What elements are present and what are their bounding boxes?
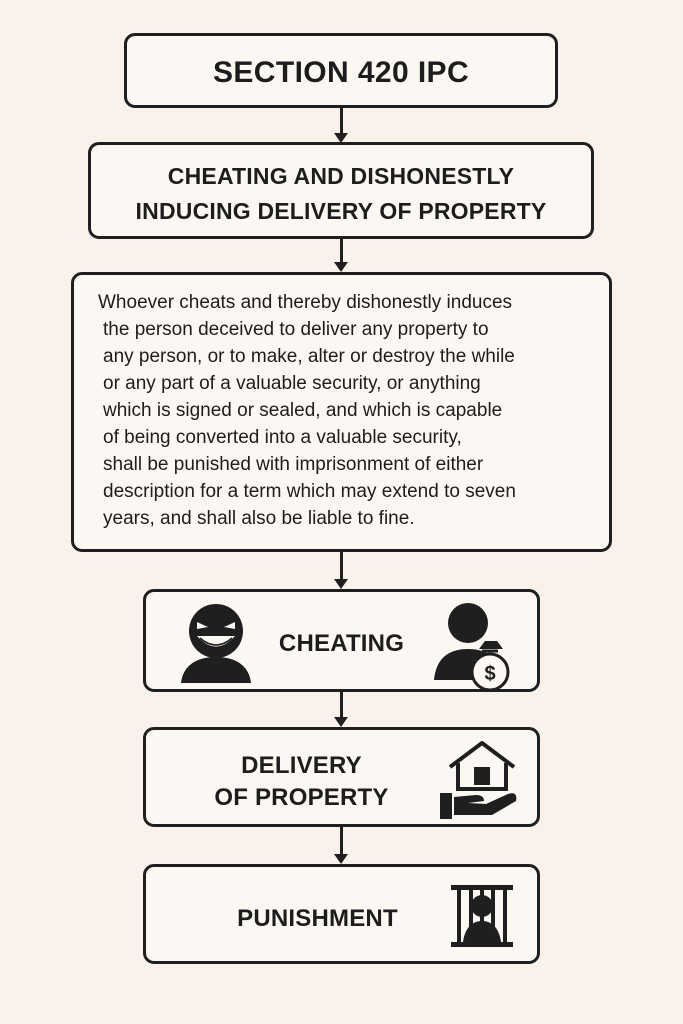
arrowhead-1 <box>334 133 348 143</box>
arrowhead-4 <box>334 717 348 727</box>
punishment-label: PUNISHMENT <box>237 905 398 932</box>
house-on-hand-icon <box>438 739 520 823</box>
description-line-9: years, and shall also be liable to fine. <box>103 508 415 529</box>
description-line-1: Whoever cheats and thereby dishonestly i… <box>98 292 513 313</box>
delivery-label-line-2: OF PROPERTY <box>214 784 389 811</box>
description-line-4: or any part of a valuable security, or a… <box>103 373 481 394</box>
description-box: Whoever cheats and thereby dishonestly i… <box>71 272 612 552</box>
subtitle-line-2: INDUCING DELIVERY OF PROPERTY <box>135 198 547 224</box>
subtitle-box: CHEATING AND DISHONESTLY INDUCING DELIVE… <box>88 142 594 239</box>
description-line-3: any person, or to make, alter or destroy… <box>103 346 515 367</box>
arrowhead-5 <box>334 854 348 864</box>
grinning-face-icon <box>173 599 259 687</box>
description-line-6: of being converted into a valuable secur… <box>103 427 462 448</box>
cheating-box: CHEATING $ <box>143 589 540 692</box>
arrowhead-3 <box>334 579 348 589</box>
description-line-5: which is signed or sealed, and which is … <box>103 400 503 421</box>
page-title: SECTION 420 IPC <box>212 56 470 89</box>
connector-5 <box>340 827 343 855</box>
prisoner-behind-bars-icon <box>449 883 515 949</box>
description-line-2: the person deceived to deliver any prope… <box>103 319 489 340</box>
description-line-8: description for a term which may extend … <box>103 481 516 502</box>
arrowhead-2 <box>334 262 348 272</box>
title-box: SECTION 420 IPC <box>124 33 558 108</box>
person-with-money-bag-icon: $ <box>430 600 512 692</box>
connector-2 <box>340 239 343 263</box>
delivery-label-line-1: DELIVERY <box>241 752 362 779</box>
punishment-box: PUNISHMENT <box>143 864 540 964</box>
delivery-box: DELIVERY OF PROPERTY <box>143 727 540 827</box>
connector-4 <box>340 692 343 718</box>
connector-1 <box>340 108 343 134</box>
subtitle-line-1: CHEATING AND DISHONESTLY <box>167 163 515 189</box>
cheating-label: CHEATING <box>278 630 405 657</box>
description-line-7: shall be punished with imprisonment of e… <box>103 454 484 475</box>
money-bag-symbol: $ <box>484 663 495 685</box>
connector-3 <box>340 552 343 580</box>
